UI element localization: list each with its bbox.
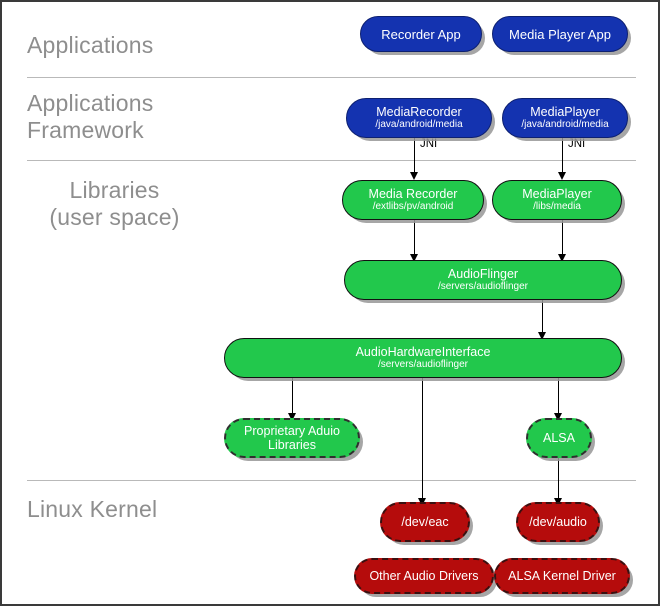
node-media-recorder-library-title: Media Recorder — [368, 187, 458, 201]
node-alsa-kernel-driver[interactable]: ALSA Kernel Driver — [494, 558, 630, 594]
layer-label-linux-kernel: Linux Kernel — [27, 496, 158, 522]
separator-applications-framework — [27, 77, 636, 78]
arrowhead-audiohw-to-proprietary — [288, 413, 296, 421]
node-mediaplayer-library-path: /libs/media — [533, 201, 581, 212]
connector-media-recorder-to-audioflinger — [414, 220, 415, 260]
node-proprietary-audio-libraries-title: Proprietary Aduio — [244, 424, 340, 438]
arrowhead-audioflinger-to-audiohardwareinterface — [538, 332, 546, 340]
connector-alsa-to-dev-audio — [558, 458, 559, 502]
connector-audioflinger-to-audiohardwareinterface — [542, 300, 543, 338]
node-mediaplayer-framework[interactable]: MediaPlayer /java/android/media — [502, 98, 628, 138]
node-dev-audio-title: /dev/audio — [529, 515, 587, 529]
edge-label-jni-left: JNI — [420, 138, 438, 150]
node-alsa-title: ALSA — [543, 431, 575, 445]
node-media-player-app-title: Media Player App — [509, 26, 611, 42]
arrowhead-mediaplayer-jni — [558, 172, 566, 180]
node-dev-eac[interactable]: /dev/eac — [380, 502, 470, 542]
node-audiohardwareinterface[interactable]: AudioHardwareInterface /servers/audiofli… — [224, 338, 622, 378]
arrowhead-media-recorder-to-audioflinger — [410, 254, 418, 262]
node-audiohardwareinterface-title: AudioHardwareInterface — [355, 345, 491, 359]
node-recorder-app-title: Recorder App — [381, 26, 461, 42]
node-mediaplayer-library-title: MediaPlayer — [522, 187, 592, 201]
node-other-audio-drivers[interactable]: Other Audio Drivers — [354, 558, 494, 594]
node-audioflinger-path: /servers/audioflinger — [437, 281, 529, 292]
connector-mediarecorder-jni — [414, 138, 415, 178]
node-recorder-app[interactable]: Recorder App — [360, 16, 482, 52]
arrowhead-mediarecorder-jni — [410, 172, 418, 180]
layer-label-applications: Applications — [27, 32, 154, 58]
separator-libraries-kernel — [27, 480, 636, 481]
node-mediaplayer-framework-path: /java/android/media — [521, 119, 609, 130]
node-dev-eac-title: /dev/eac — [401, 515, 449, 529]
node-mediaplayer-library[interactable]: MediaPlayer /libs/media — [492, 180, 622, 220]
node-alsa[interactable]: ALSA — [526, 418, 592, 458]
arrowhead-mediaplayer-to-audioflinger — [558, 254, 566, 262]
connector-audiohw-to-proprietary — [292, 376, 293, 418]
layer-label-applications-framework: Applications Framework — [27, 90, 154, 143]
connector-audiohw-to-dev-eac — [422, 376, 423, 502]
node-mediaplayer-framework-title: MediaPlayer — [530, 105, 600, 119]
arrowhead-audiohw-to-alsa — [554, 413, 562, 421]
node-media-recorder-library-path: /extlibs/pv/android — [372, 201, 454, 212]
node-alsa-kernel-driver-title: ALSA Kernel Driver — [508, 569, 616, 583]
node-mediarecorder-framework-path: /java/android/media — [375, 119, 463, 130]
node-proprietary-audio-libraries[interactable]: Proprietary Aduio Libraries — [224, 418, 360, 458]
separator-framework-libraries — [27, 160, 636, 161]
node-media-player-app[interactable]: Media Player App — [492, 16, 628, 52]
node-audioflinger[interactable]: AudioFlinger /servers/audioflinger — [344, 260, 622, 300]
connector-mediaplayer-to-audioflinger — [562, 220, 563, 260]
node-audioflinger-title: AudioFlinger — [447, 267, 519, 281]
layer-label-libraries: Libraries (user space) — [49, 177, 180, 230]
connector-mediaplayer-jni — [562, 138, 563, 178]
edge-label-jni-right: JNI — [568, 138, 586, 150]
node-dev-audio[interactable]: /dev/audio — [516, 502, 600, 542]
node-audiohardwareinterface-path: /servers/audioflinger — [377, 359, 469, 370]
node-media-recorder-library[interactable]: Media Recorder /extlibs/pv/android — [342, 180, 484, 220]
node-other-audio-drivers-title: Other Audio Drivers — [369, 569, 479, 583]
node-mediarecorder-framework-title: MediaRecorder — [376, 105, 462, 119]
node-proprietary-audio-libraries-subtitle: Libraries — [268, 438, 316, 452]
connector-audiohw-to-alsa — [558, 376, 559, 418]
node-mediarecorder-framework[interactable]: MediaRecorder /java/android/media — [346, 98, 492, 138]
